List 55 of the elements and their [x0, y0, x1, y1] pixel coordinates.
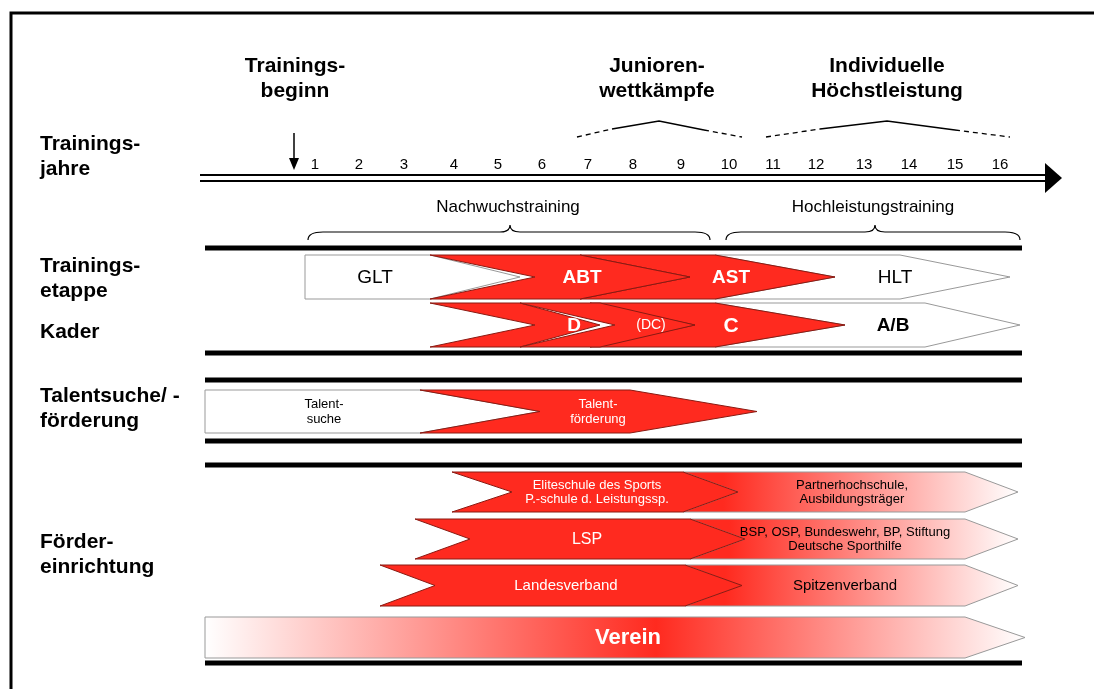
stage-label: A/B [876, 314, 910, 336]
stage-label: Eliteschule des Sports [532, 477, 662, 492]
year-number: 3 [398, 155, 410, 173]
phase-label: Nachwuchstraining [435, 197, 581, 218]
year-number: 9 [675, 155, 687, 173]
year-number: 10 [719, 155, 739, 173]
stage-label: Verein [594, 625, 661, 650]
year-number: 12 [806, 155, 826, 173]
phase-band [520, 303, 695, 347]
stage-label: Landesverband [514, 577, 618, 594]
stage-label: (DC) [636, 317, 666, 333]
stage-label: ABT [562, 266, 602, 288]
stage-label: GLT [357, 266, 393, 288]
stage-label: AST [712, 266, 750, 288]
year-number: 15 [945, 155, 965, 173]
row-heading: Junioren- wettkämpfe [598, 52, 716, 103]
stage-label: Talent- förderung [569, 397, 627, 426]
year-number: 1 [309, 155, 321, 173]
row-heading: Trainings- etappe [40, 252, 142, 303]
phase-band [420, 390, 757, 433]
stage-label: LSP [571, 530, 603, 548]
row-heading: Kader [40, 318, 101, 344]
year-number: 7 [582, 155, 594, 173]
row-heading: Förder- einrichtung [40, 528, 156, 579]
stage-label: BSP, OSP, Bundeswehr, BP, Stiftung Deutsche Sporthilfe [738, 524, 952, 554]
phase-band [205, 617, 1025, 658]
phase-band [690, 519, 1018, 559]
stage-label: Partnerhochschule, Ausbildungsträger [795, 477, 909, 507]
year-number: 8 [627, 155, 639, 173]
phase-band [715, 303, 1020, 347]
year-number: 6 [536, 155, 548, 173]
stage-label: P.-schule d. Leistungssp. [525, 492, 669, 507]
year-number: 13 [854, 155, 874, 173]
stage-label: C [723, 313, 739, 337]
row-heading: Talentsuche/ -förderung [40, 382, 180, 433]
phase-band [305, 255, 520, 299]
row-heading: Individuelle Höchstleistung [810, 52, 964, 103]
stage-label: HLT [877, 266, 913, 288]
phase-band [430, 255, 690, 299]
year-number: 4 [448, 155, 460, 173]
year-number: 14 [899, 155, 919, 173]
year-number: 5 [492, 155, 504, 173]
phase-band [380, 565, 742, 606]
stage-label: Spitzenverband [792, 577, 898, 594]
phase-band [430, 303, 600, 347]
row-heading: Trainings- beginn [243, 52, 347, 103]
year-number: 16 [990, 155, 1010, 173]
phase-band [685, 565, 1018, 606]
stage-label: D [567, 314, 581, 336]
row-heading: Trainings- jahre [40, 130, 142, 181]
phase-band [683, 472, 1018, 512]
phase-label: Hochleistungstraining [790, 197, 956, 218]
year-number: 2 [353, 155, 365, 173]
stage-label: Talent- suche [303, 397, 345, 426]
year-number: 11 [764, 155, 782, 173]
